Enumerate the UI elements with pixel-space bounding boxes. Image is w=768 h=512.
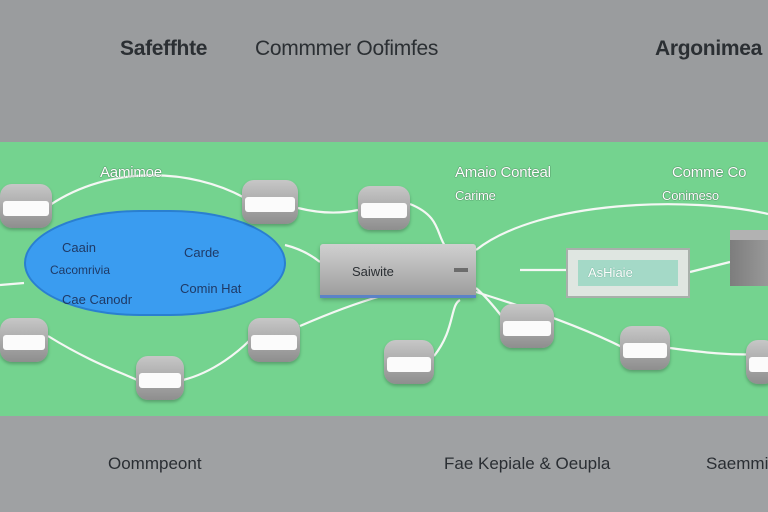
network-cloud	[24, 210, 286, 316]
cloud-label-4: Carde	[184, 245, 220, 260]
cloud-label-1: Caain	[62, 240, 96, 255]
device-node	[358, 186, 410, 230]
footer-left: Oommpeont	[108, 454, 202, 473]
header-title-left: Safeffhte	[120, 37, 208, 60]
footer-band	[0, 416, 768, 512]
label-right-top: Comme Co	[672, 164, 747, 181]
device-node	[500, 304, 554, 348]
header-title-right: Argonimea	[655, 37, 762, 60]
device-node	[384, 340, 434, 384]
device-node	[746, 340, 768, 384]
device-node	[136, 356, 184, 400]
device-node	[0, 318, 48, 362]
cloud-label-5: Comin Hat	[180, 281, 242, 296]
label-center-top-sub: Carime	[455, 188, 496, 203]
firewall-box: AsHiaie	[566, 248, 690, 298]
server-cube-icon	[730, 230, 768, 286]
label-top-left: Aamimoe	[100, 164, 162, 181]
device-node	[242, 180, 298, 224]
footer-center: Fae Kepiale & Oeupla	[444, 454, 611, 473]
cloud-label-3: Cae Canodr	[62, 292, 133, 307]
firewall-label: AsHiaie	[588, 265, 633, 280]
footer-right: Saemmite	[706, 454, 768, 473]
central-switch-label: Saiwite	[352, 264, 394, 279]
label-right-top-sub: Conimeso	[662, 188, 719, 203]
label-center-top: Amaio Conteal	[455, 164, 551, 181]
header-title-main: Commmer Oofimfes	[255, 37, 439, 60]
header-band	[0, 0, 768, 142]
device-node	[0, 184, 52, 228]
port-icon	[454, 268, 468, 272]
device-node	[248, 318, 300, 362]
cloud-label-2: Cacomrivia	[50, 263, 111, 277]
central-switch: Saiwite	[320, 244, 476, 298]
device-node	[620, 326, 670, 370]
